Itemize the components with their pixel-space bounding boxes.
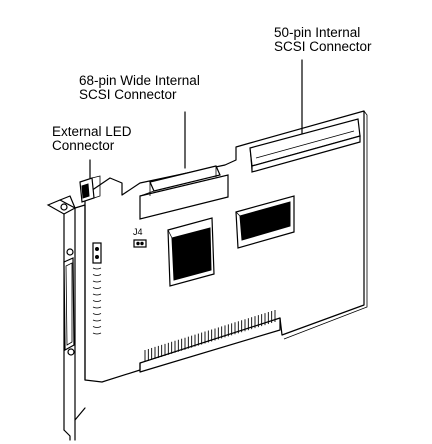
callout-50pin-line1: 50-pin Internal [274,25,361,40]
cable-header [92,242,102,264]
callout-external-led-line2: Connector [52,138,115,153]
chip-small [235,195,295,249]
connector-50pin [249,118,361,173]
strip-pin [92,313,102,315]
strip-pin [92,332,102,335]
callout-50pin: 50-pin Internal SCSI Connector [274,26,372,54]
board-edge [283,110,368,340]
jumper-j4 [133,239,147,248]
callout-68pin-line2: SCSI Connector [79,87,177,102]
strip-pin [92,319,102,322]
strip-pin [92,293,102,296]
edge-connector [144,310,276,362]
strip-pin [92,280,102,283]
mounting-bracket [46,195,86,441]
strip-pin [92,300,102,302]
strip-pin [92,306,102,309]
strip-pin [92,274,102,276]
chip-large [167,217,215,287]
jumper-label: J4 [133,227,143,237]
strip-pin [92,287,102,289]
strip-pin [92,326,102,328]
callout-68pin: 68-pin Wide Internal SCSI Connector [79,74,200,102]
callout-external-led: External LED Connector [52,125,132,153]
external-led-connector [79,175,101,203]
external-scsi-port [63,248,75,356]
internal-pin-strip [92,267,102,335]
callout-50pin-line2: SCSI Connector [274,39,372,54]
circuit-board [84,110,365,383]
connector-68pin [139,165,229,220]
callout-external-led-line1: External LED [52,124,132,139]
strip-pin [92,267,102,270]
callout-68pin-line1: 68-pin Wide Internal [79,73,200,88]
